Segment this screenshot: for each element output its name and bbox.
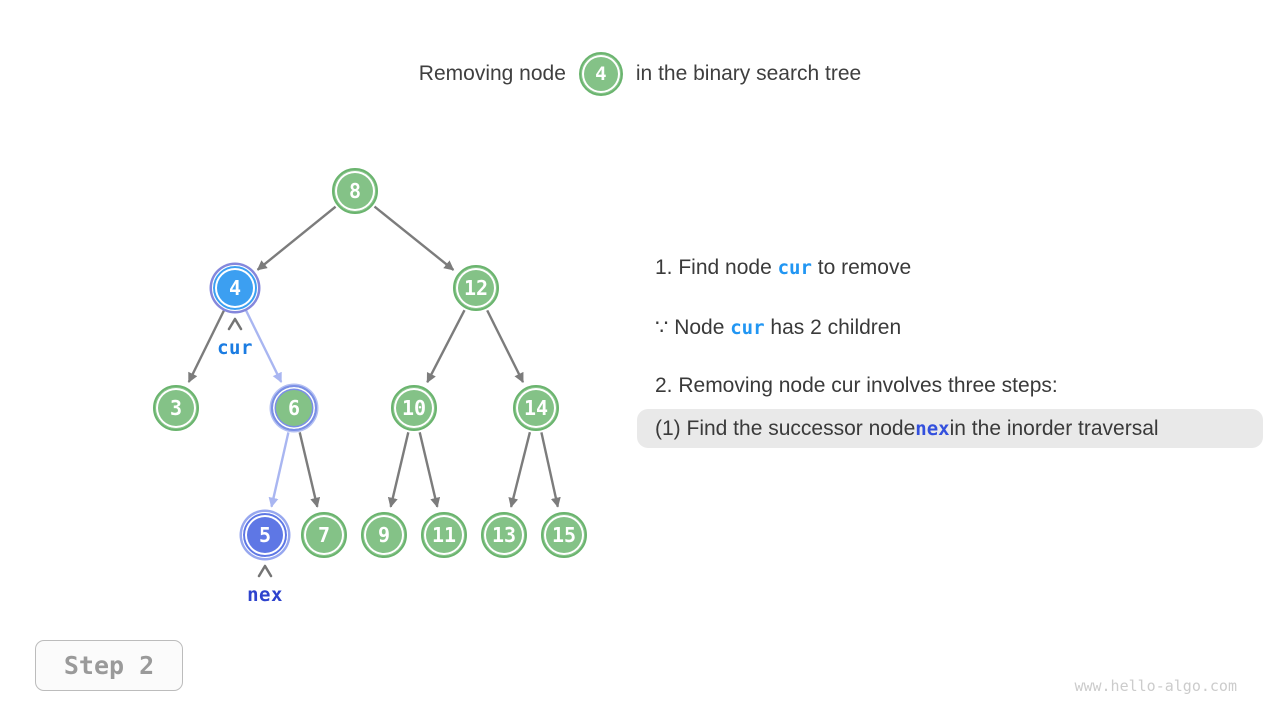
tree-edge-14-13 bbox=[508, 431, 532, 508]
title-node-value: 4 bbox=[595, 63, 607, 85]
note-text: (1) Find the successor node bbox=[655, 416, 916, 440]
tree-node-6: 6 bbox=[271, 385, 317, 431]
note-line-2: ∵ Node cur has 2 children bbox=[655, 315, 901, 340]
algorithm-notes: 1. Find node cur to remove ∵ Node cur has… bbox=[637, 0, 1263, 500]
tree-edge-6-7 bbox=[298, 432, 321, 508]
tree-edge-4-3 bbox=[187, 309, 226, 383]
tree-node-15: 15 bbox=[541, 512, 587, 558]
pointer-arrow-nex bbox=[257, 564, 273, 578]
tree-node-8: 8 bbox=[332, 168, 378, 214]
note-line-highlighted: (1) Find the successor node nex in the i… bbox=[637, 409, 1263, 448]
tree-node-10: 10 bbox=[391, 385, 437, 431]
inline-code-cur: cur bbox=[730, 317, 765, 339]
tree-edge-12-10 bbox=[426, 309, 466, 384]
page-title: Removing node 4 in the binary search tre… bbox=[0, 50, 1280, 98]
title-suffix: in the binary search tree bbox=[635, 62, 862, 85]
tree-node-3: 3 bbox=[153, 385, 199, 431]
note-text: 2. Removing node cur involves three step… bbox=[655, 374, 1058, 397]
note-text: has 2 children bbox=[764, 316, 902, 339]
tree-node-11: 11 bbox=[421, 512, 467, 558]
tree-edge-14-15 bbox=[540, 432, 561, 508]
step-badge-label: Step 2 bbox=[63, 651, 155, 680]
inline-code-cur: cur bbox=[777, 257, 812, 279]
pointer-label-nex: nex bbox=[247, 584, 283, 606]
tree-node-9: 9 bbox=[361, 512, 407, 558]
tree-edge-8-12 bbox=[373, 205, 455, 271]
tree-edge-10-9 bbox=[387, 432, 410, 508]
inline-code-nex: nex bbox=[915, 417, 950, 440]
tree-edge-12-14 bbox=[486, 309, 525, 383]
note-text: to remove bbox=[811, 256, 912, 279]
pointer-arrow-cur bbox=[227, 317, 243, 331]
tree-edge-10-11 bbox=[418, 432, 441, 508]
title-node-circle: 4 bbox=[578, 52, 623, 96]
watermark: www.hello-algo.com bbox=[1074, 677, 1237, 695]
pointer-label-cur: cur bbox=[217, 337, 253, 359]
note-text: 1. Find node bbox=[655, 256, 778, 279]
note-line-1: 1. Find node cur to remove bbox=[655, 256, 911, 280]
tree-edge-6-5 bbox=[268, 432, 290, 508]
step-badge: Step 2 bbox=[35, 640, 183, 691]
tree-node-4: 4 bbox=[212, 265, 258, 311]
note-line-3: 2. Removing node cur involves three step… bbox=[655, 374, 1058, 398]
tree-node-5: 5 bbox=[242, 512, 288, 558]
tree-node-13: 13 bbox=[481, 512, 527, 558]
tree-node-7: 7 bbox=[301, 512, 347, 558]
tree-edge-8-4 bbox=[256, 205, 337, 271]
note-text: ∵ Node bbox=[655, 316, 731, 339]
note-text: in the inorder traversal bbox=[949, 416, 1159, 440]
tree-node-12: 12 bbox=[453, 265, 499, 311]
tree-node-14: 14 bbox=[513, 385, 559, 431]
tree-edge-4-6 bbox=[244, 309, 283, 383]
title-prefix: Removing node bbox=[418, 62, 566, 85]
